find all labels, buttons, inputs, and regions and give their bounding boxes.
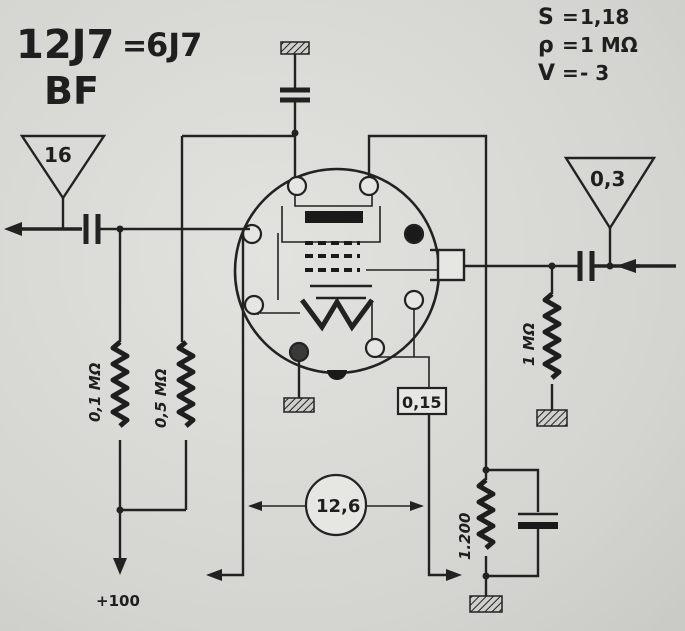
spec-s-value: 1,18 xyxy=(580,5,629,29)
tube-anode xyxy=(305,211,363,223)
resistor-r3-label: 1 MΩ xyxy=(520,322,538,366)
tube-filament xyxy=(299,297,375,332)
vacuum-tube xyxy=(233,167,466,413)
equiv-tube: 6J7 xyxy=(146,26,202,64)
bypass-capacitor xyxy=(518,522,558,529)
spec-s-symbol: S xyxy=(538,5,554,30)
heater-dropper-box xyxy=(396,386,448,416)
heater-voltage-label: 12,6 xyxy=(316,496,360,517)
tube-key xyxy=(327,370,347,380)
spec-rho-value: 1 MΩ xyxy=(580,33,638,57)
heater-dropper-label: 0,15 xyxy=(402,393,441,412)
tube-pin xyxy=(364,337,386,359)
resistor-r3 xyxy=(542,292,562,380)
resistor-r2 xyxy=(176,340,196,428)
output-triangle xyxy=(19,134,107,201)
input-triangle-label: 0,3 xyxy=(590,167,625,191)
input-arrow-icon xyxy=(616,259,636,273)
supply-arrow-icon xyxy=(113,558,127,575)
equiv-sign: = xyxy=(122,29,147,64)
tube-pin xyxy=(286,175,308,197)
resistor-r1-label: 0,1 MΩ xyxy=(86,362,104,422)
heater-arrow-left-icon xyxy=(206,569,222,581)
ground-symbol-top xyxy=(280,41,310,55)
tube-pin xyxy=(403,223,425,245)
spec-v-value: - 3 xyxy=(580,61,609,85)
tube-pin xyxy=(358,175,380,197)
ground-symbol-input xyxy=(536,409,568,427)
top-ground-capacitor xyxy=(280,41,310,186)
resistor-r4-label: 1.200 xyxy=(456,513,474,560)
heater-circuit: 0,15 12,6 xyxy=(206,229,462,581)
spec-v-symbol: V xyxy=(538,61,555,86)
title-block: 12J7 = 6J7 BF xyxy=(16,22,202,113)
plate-supply: 1.200 xyxy=(367,134,558,613)
resistor-r2-label: 0,5 MΩ xyxy=(152,368,170,428)
tube-pin xyxy=(403,289,425,311)
supply-label: +100 xyxy=(96,592,140,610)
tube-name: 12J7 xyxy=(16,22,114,68)
subtitle: BF xyxy=(44,69,99,113)
heater-voltage-circle xyxy=(304,473,368,537)
output-triangle-label: 16 xyxy=(44,143,72,167)
svg-text:=: = xyxy=(562,61,579,85)
tube-top-cap xyxy=(436,248,466,282)
heater-arrow-right-icon xyxy=(446,569,462,581)
spec-rho-symbol: ρ xyxy=(538,33,554,58)
svg-text:=: = xyxy=(562,33,579,57)
output-section: 16 0,1 MΩ 0,5 MΩ +100 xyxy=(4,134,295,610)
output-arrow-icon xyxy=(4,222,22,236)
tube-cathode xyxy=(310,284,372,300)
ground-symbol-cathode xyxy=(469,595,503,613)
resistor-r4 xyxy=(476,478,496,550)
svg-text:=: = xyxy=(562,5,579,29)
resistor-r1 xyxy=(110,340,130,428)
tube-pin xyxy=(288,341,310,363)
specs-block: S = 1,18 ρ = 1 MΩ V = - 3 xyxy=(538,5,638,86)
ground-symbol-tube xyxy=(283,397,315,413)
input-triangle xyxy=(563,156,657,231)
tube-pin xyxy=(241,223,263,245)
tube-pin xyxy=(243,294,265,316)
input-section: 0,3 1 MΩ xyxy=(464,156,676,427)
